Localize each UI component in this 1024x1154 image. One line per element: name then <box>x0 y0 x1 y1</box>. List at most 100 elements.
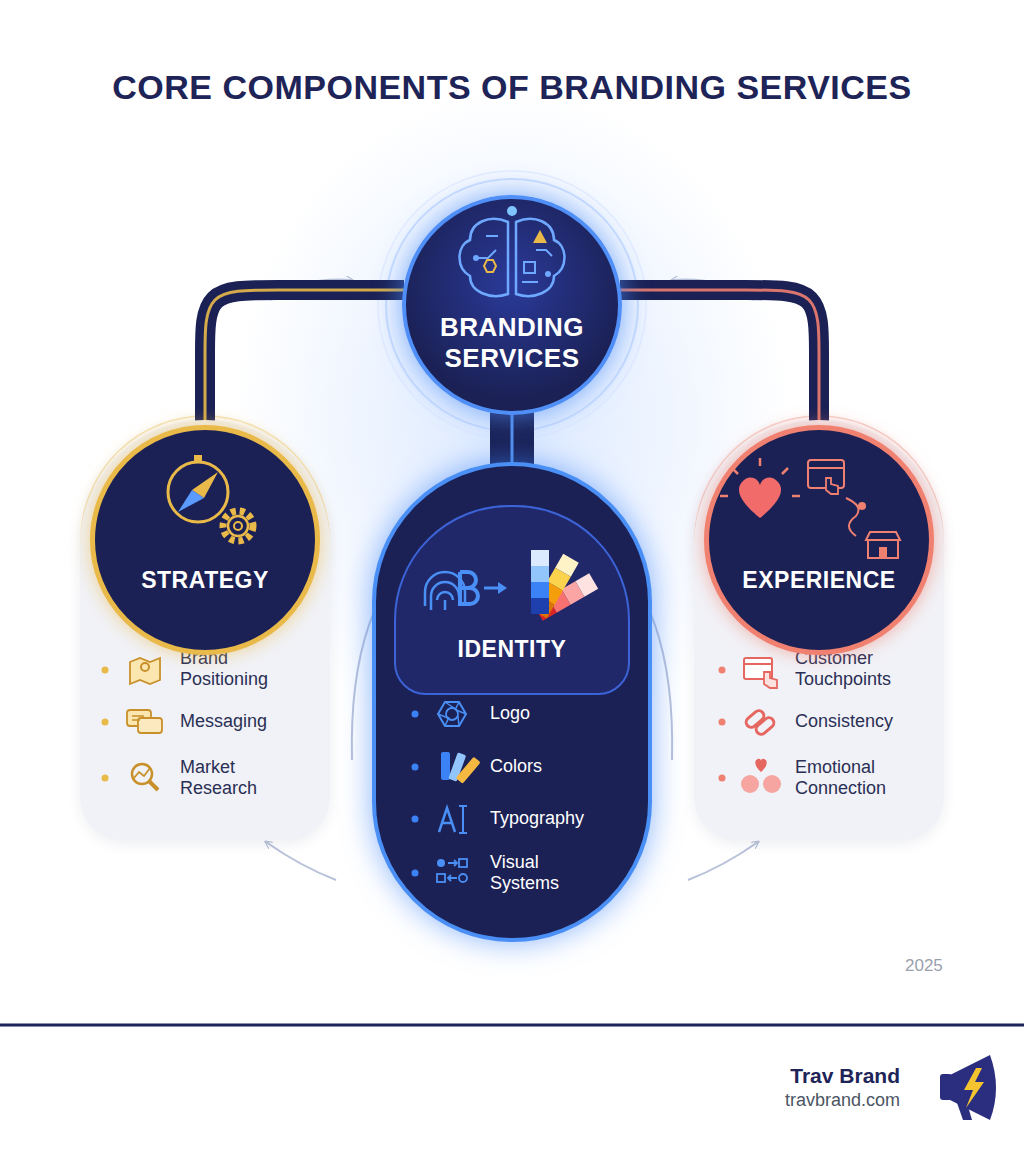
icon-shape <box>739 478 781 518</box>
icon-shape <box>178 490 204 512</box>
icon-shape <box>688 842 758 880</box>
icon-shape <box>412 764 419 771</box>
icon-shape <box>484 587 498 590</box>
list-item: Emotional Connection <box>795 757 920 799</box>
icon-shape <box>412 711 419 718</box>
icon-shape <box>441 752 450 780</box>
icon-shape <box>531 566 549 582</box>
experience-panel: Customer TouchpointsConsistencyEmotional… <box>694 420 944 840</box>
icon-shape <box>130 658 160 684</box>
icon-shape <box>194 455 202 462</box>
icon-shape <box>950 1055 996 1120</box>
icon-shape <box>266 842 336 880</box>
icon-shape <box>456 757 481 784</box>
strategy-panel: Brand PositioningMessagingMarket Researc… <box>80 420 330 840</box>
footer-rule <box>0 1024 1024 1027</box>
node-icon <box>394 505 630 695</box>
icon-shape <box>448 860 457 866</box>
icon-shape <box>744 663 772 665</box>
icon-shape <box>438 702 466 726</box>
icon-shape <box>378 171 646 439</box>
icon-shape <box>956 1100 972 1120</box>
year-note: 2025 <box>905 956 975 976</box>
icon-shape <box>531 550 549 566</box>
icon-shape <box>132 716 144 720</box>
icon-shape <box>437 874 445 882</box>
brand-url: travbrand.com <box>700 1090 900 1111</box>
connector-tube <box>620 290 819 428</box>
connector-accent <box>205 290 404 428</box>
icon-shape <box>425 550 598 621</box>
icon-shape <box>460 206 565 296</box>
brand-name: Trav Brand <box>700 1064 900 1088</box>
icon-shape <box>763 775 781 793</box>
icon-shape <box>484 260 496 272</box>
icon-shape <box>134 768 150 778</box>
node-icon <box>90 425 320 655</box>
experience-circle: EXPERIENCE <box>704 425 934 655</box>
icon-shape <box>719 658 782 793</box>
connector-path <box>620 290 819 428</box>
icon-shape <box>102 667 109 674</box>
node-icon <box>704 425 934 655</box>
icon-shape <box>744 709 766 730</box>
list-item: Typography <box>490 808 620 829</box>
icon-shape <box>879 547 887 558</box>
icon-shape <box>720 458 900 558</box>
identity-header: IDENTITY <box>394 505 630 695</box>
node-title: STRATEGY <box>110 567 300 594</box>
icon-shape <box>516 219 565 296</box>
icon-shape <box>412 702 481 882</box>
icon-shape <box>459 874 467 882</box>
identity-pill: LogoColorsTypographyVisual SystemsIDENTI… <box>372 462 652 942</box>
icon-shape <box>473 255 479 261</box>
icon-shape <box>741 775 759 793</box>
icon-shape <box>437 859 445 867</box>
icon-shape <box>412 870 419 877</box>
connector-path <box>205 290 404 428</box>
icon-shape <box>498 582 507 594</box>
icon-shape <box>459 859 467 867</box>
icon-shape <box>764 672 777 688</box>
icon-shape <box>141 663 149 671</box>
icon-shape <box>102 658 163 790</box>
list-item: Visual Systems <box>490 852 580 894</box>
icon-shape <box>533 230 547 243</box>
icon-shape <box>531 550 549 614</box>
icon-shape <box>531 598 549 614</box>
icon-shape <box>228 516 248 536</box>
node-icon <box>402 195 622 415</box>
connector-path <box>490 412 534 465</box>
list-item: Colors <box>490 756 620 777</box>
icon-shape <box>719 667 726 674</box>
icon-shape <box>168 462 228 522</box>
icon-shape <box>459 806 467 833</box>
strategy-circle: STRATEGY <box>90 425 320 655</box>
list-item: Consistency <box>795 711 925 732</box>
icon-shape <box>545 271 551 277</box>
icon-shape <box>448 875 457 881</box>
list-item: Market Research <box>180 757 300 799</box>
diagram-title: CORE COMPONENTS OF BRANDING SERVICES <box>0 68 1024 107</box>
icon-shape <box>507 206 517 216</box>
node-title: IDENTITY <box>414 636 610 663</box>
icon-shape <box>168 455 253 541</box>
icon-shape <box>755 759 766 772</box>
megaphone-logo <box>940 1055 996 1120</box>
hub-circle: BRANDING SERVICES <box>402 195 622 415</box>
icon-shape <box>808 467 844 469</box>
icon-shape <box>460 572 478 604</box>
icon-shape <box>719 719 726 726</box>
icon-shape <box>719 775 726 782</box>
list-item: Messaging <box>180 711 310 732</box>
icon-shape <box>223 511 253 541</box>
icon-shape <box>868 540 898 558</box>
connector-accent <box>511 412 514 465</box>
hub-title: BRANDING SERVICES <box>432 312 592 374</box>
icon-shape <box>234 522 242 530</box>
icon-shape <box>858 502 866 510</box>
connector-tube <box>205 290 404 428</box>
icon-shape <box>412 816 419 823</box>
icon-shape <box>138 718 162 733</box>
